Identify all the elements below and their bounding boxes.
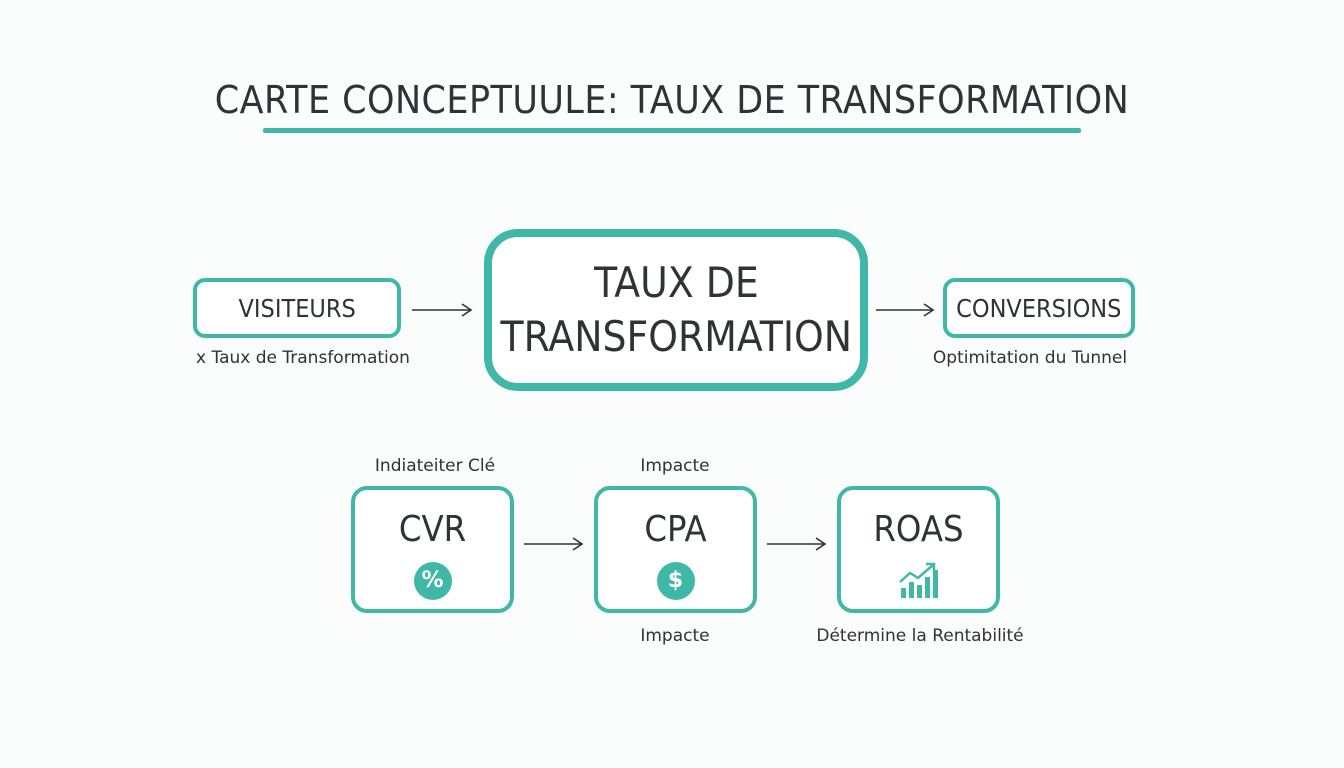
roas-node: ROAS xyxy=(837,486,1000,613)
page-title: CARTE CONCEPTUULE: TAUX DE TRANSFORMATIO… xyxy=(214,78,1130,122)
cvr-node: CVR % xyxy=(351,486,514,613)
visiteurs-caption: x Taux de Transformation xyxy=(196,348,410,368)
dollar-icon: $ xyxy=(656,562,695,600)
roas-label: ROAS xyxy=(873,509,964,550)
cpa-node: CPA $ xyxy=(594,486,757,613)
arrow-center-to-conversions xyxy=(876,303,935,317)
arrow-cvr-to-cpa xyxy=(524,537,584,551)
cpa-label: CPA xyxy=(644,509,707,550)
roas-below-caption: Détermine la Rentabilité xyxy=(816,626,1024,646)
conversions-caption: Optimitation du Tunnel xyxy=(932,348,1128,368)
cpa-above-caption: Impacte xyxy=(640,456,710,476)
center-line-2: TRANSFORMATION xyxy=(500,312,852,361)
arrow-cpa-to-roas xyxy=(767,537,827,551)
percent-icon: % xyxy=(413,562,452,600)
arrow-visiteurs-to-center xyxy=(412,303,473,317)
conversions-node: CONVERSIONS xyxy=(943,278,1135,338)
visiteurs-node: VISITEURS xyxy=(193,278,401,338)
title-underline xyxy=(263,128,1081,133)
center-line-1: TAUX DE xyxy=(593,258,759,307)
taux-de-transformation-node: TAUX DE TRANSFORMATION xyxy=(484,229,868,391)
percent-glyph: % xyxy=(413,562,452,600)
dollar-glyph: $ xyxy=(656,562,695,600)
growth-chart-icon xyxy=(898,562,938,598)
conversions-label: CONVERSIONS xyxy=(956,293,1122,323)
cvr-label: CVR xyxy=(398,509,467,550)
cpa-below-caption: Impacte xyxy=(640,626,710,646)
visiteurs-label: VISITEURS xyxy=(238,293,356,323)
cvr-above-caption: Indiateiter Clé xyxy=(374,456,496,476)
